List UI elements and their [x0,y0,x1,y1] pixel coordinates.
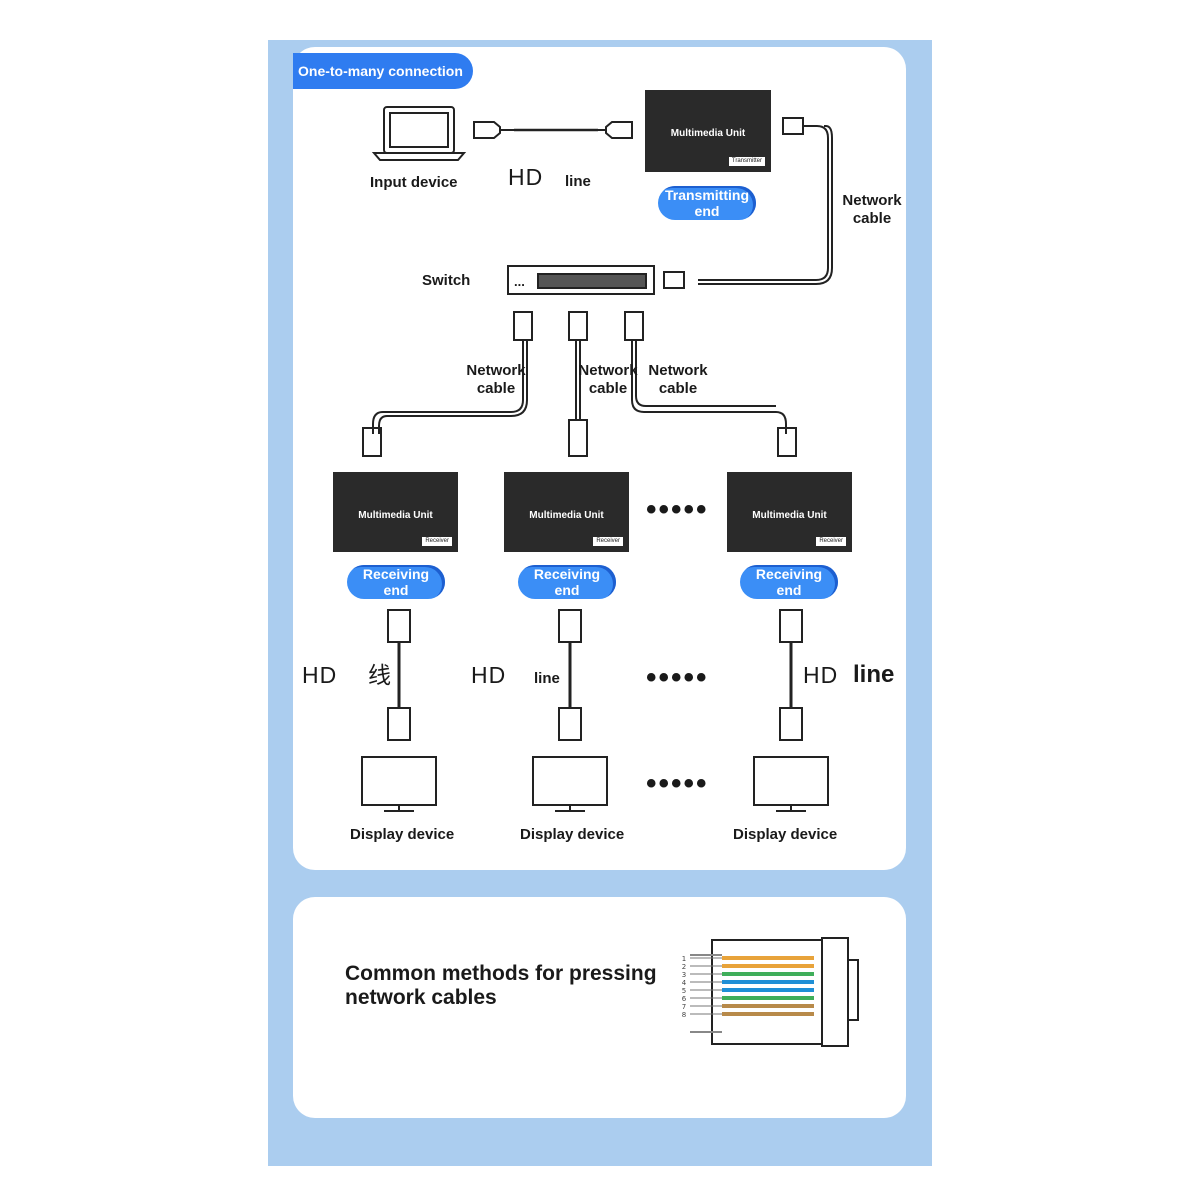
pill-line2: end [694,203,720,219]
more-cables-ellipsis: ••••• [646,661,709,694]
more-displays-ellipsis: ••••• [646,767,709,800]
switch-label: Switch [422,272,471,289]
line-label: 线 [368,662,392,688]
heading-line1: Common methods for pressing [345,962,657,985]
pill-line2: end [383,582,409,598]
label-line2: cable [658,380,698,397]
wire-6 [722,996,814,1000]
receiving-end-pill: Receiving end [740,565,838,599]
display-device-label: Display device [350,826,455,843]
pin-number: 5 [682,987,686,995]
receiving-end-pill: Receiving end [347,565,445,599]
connection-diagram-panel [293,47,906,870]
display-device-label: Display device [733,826,838,843]
switch-dots: ... [514,274,525,289]
network-cable-label: Network cable [642,362,714,398]
pill-line1: Receiving [362,566,430,582]
hd-label: HD [302,662,338,688]
wire-5 [722,988,814,992]
wire-2 [722,964,814,968]
receiver-unit: Multimedia Unit Receiver [504,472,629,552]
network-cable-icon [568,311,588,457]
unit-tag: Receiver [816,537,846,546]
pill-line1: Transmitting [664,187,749,203]
unit-tag: Receiver [422,537,452,546]
network-cable-label: Network cable [572,362,644,398]
hdmi-cable-icon [558,609,582,741]
unit-title: Multimedia Unit [752,510,827,521]
pin-number: 7 [682,1003,686,1011]
label-line2: cable [476,380,516,397]
hdmi-cable-icon [779,609,803,741]
pin-number: 8 [682,1011,686,1019]
wire-1 [722,956,814,960]
label-line2: cable [852,210,892,227]
cable-pressing-heading: Common methods for pressing network cabl… [345,962,657,1010]
unit-title: Multimedia Unit [358,510,433,521]
hd-label: HD [508,164,544,190]
input-device-label: Input device [370,174,458,191]
transmitting-end-pill: Transmitting end [658,186,756,220]
unit-tag: Receiver [593,537,623,546]
pill-line2: end [554,582,580,598]
label-line1: Network [842,192,902,209]
line-label: line [853,661,895,688]
pin-number: 6 [682,995,687,1003]
laptop-icon [371,106,467,161]
label-line1: Network [466,362,526,379]
receiver-unit: Multimedia Unit Receiver [727,472,852,552]
label-line2: cable [588,380,628,397]
hd-label: HD [803,662,839,688]
heading-line2: network cables [345,986,497,1009]
network-cable-icon [362,311,533,457]
unit-title: Multimedia Unit [670,128,746,139]
pin-number: 4 [682,979,687,987]
monitor-icon [532,756,608,812]
hd-label: HD [471,662,507,688]
pill-line2: end [776,582,802,598]
transmitter-unit: Multimedia Unit Transmitter [645,90,771,172]
receiver-unit: Multimedia Unit Receiver [333,472,458,552]
network-cable-label: Network cable [836,192,908,228]
network-cable-icon [624,311,797,457]
wire-7 [722,1004,814,1008]
network-cable-label: Network cable [460,362,532,398]
monitor-icon [361,756,437,812]
label-line1: Network [578,362,638,379]
pill-line1: Receiving [533,566,601,582]
hdmi-cable-icon [387,609,411,741]
network-cable-icon [663,117,833,289]
receiving-end-pill: Receiving end [518,565,616,599]
pin-number: 1 [682,955,686,963]
switch-icon [507,265,655,295]
line-label: line [534,670,560,687]
connection-type-badge: One-to-many connection [293,53,473,89]
monitor-icon [753,756,829,812]
pin-number: 3 [682,971,686,979]
more-receivers-ellipsis: ••••• [646,493,709,526]
label-line1: Network [648,362,708,379]
line-label: line [565,173,591,190]
pill-line1: Receiving [755,566,823,582]
wire-3 [722,972,814,976]
wire-8 [722,1012,814,1016]
pin-number: 2 [682,963,686,971]
unit-title: Multimedia Unit [529,510,604,521]
rj45-connector-icon [690,937,859,1047]
unit-tag: Transmitter [728,157,765,166]
hdmi-cable-icon [473,121,633,139]
display-device-label: Display device [520,826,625,843]
wire-4 [722,980,814,984]
